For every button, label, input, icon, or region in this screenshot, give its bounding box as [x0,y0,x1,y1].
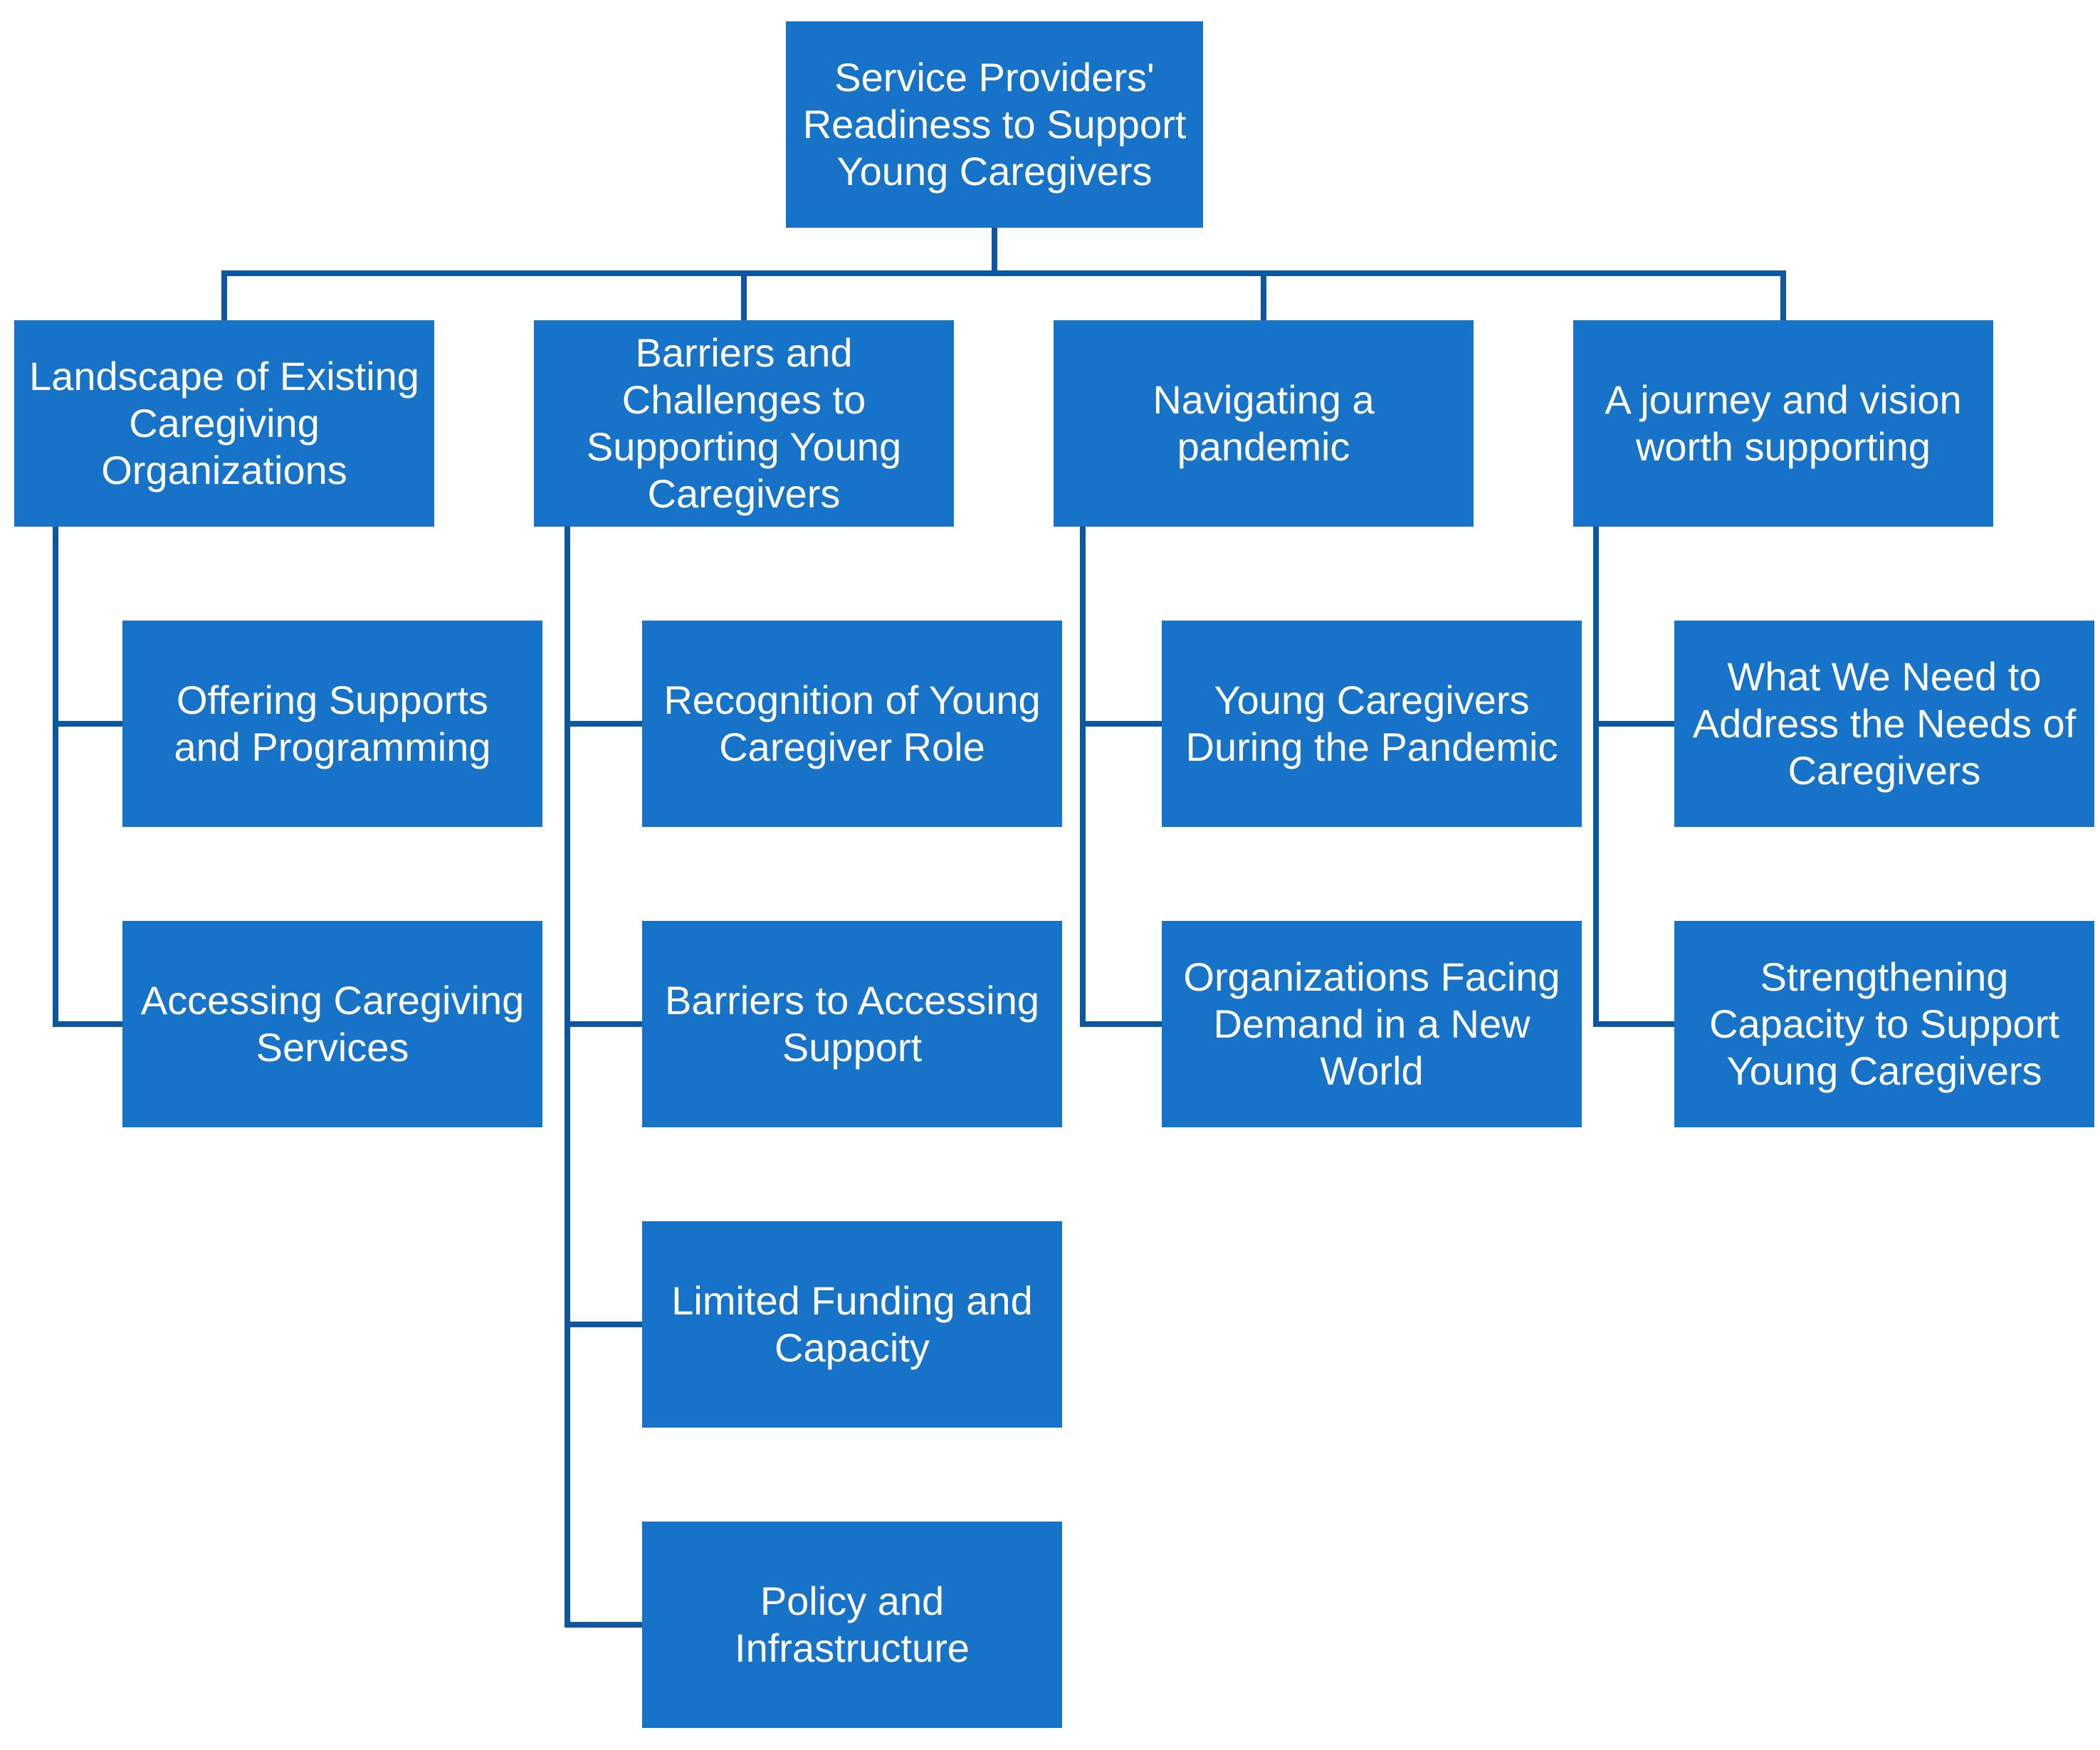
connector-stub-3-1 [1593,1021,1674,1027]
connector-stub-2-1 [1080,1021,1162,1027]
connector-branch-drop-1 [741,276,747,320]
node-branch-barriers: Barriers and Challenges to Supporting Yo… [534,320,954,527]
connector-stub-0-1 [53,1021,122,1027]
node-child-accessing-services: Accessing Caregiving Services [122,921,542,1127]
connector-stub-0-0 [53,721,122,727]
node-child-what-we-need: What We Need to Address the Needs of Car… [1674,621,2094,827]
connector-branch-drop-3 [1780,276,1786,320]
node-child-policy-infrastructure: Policy and Infrastructure [642,1522,1062,1728]
node-child-offering-supports: Offering Supports and Programming [122,621,542,827]
connector-rail [221,270,1786,276]
node-branch-landscape: Landscape of Existing Caregiving Organiz… [14,320,434,527]
connector-stub-2-0 [1080,721,1162,727]
connector-root-stem [992,228,997,270]
node-branch-journey: A journey and vision worth supporting [1573,320,1993,527]
connector-stub-1-3 [565,1622,642,1628]
connector-spine-1 [565,527,570,1628]
node-child-organizations-demand: Organizations Facing Demand in a New Wor… [1162,921,1582,1127]
node-child-barriers-accessing: Barriers to Accessing Support [642,921,1062,1127]
node-child-strengthening-capacity: Strengthening Capacity to Support Young … [1674,921,2094,1127]
connector-spine-3 [1593,527,1599,1027]
connector-stub-3-0 [1593,721,1674,727]
connector-stub-1-2 [565,1322,642,1327]
connector-stub-1-1 [565,1021,642,1027]
node-child-recognition-role: Recognition of Young Caregiver Role [642,621,1062,827]
connector-branch-drop-2 [1261,276,1266,320]
node-root: Service Providers' Readiness to Support … [786,21,1203,228]
node-branch-pandemic: Navigating a pandemic [1054,320,1474,527]
connector-spine-0 [53,527,58,1027]
node-child-caregivers-pandemic: Young Caregivers During the Pandemic [1162,621,1582,827]
connector-branch-drop-0 [221,276,227,320]
connector-stub-1-0 [565,721,642,727]
node-child-limited-funding: Limited Funding and Capacity [642,1221,1062,1428]
connector-spine-2 [1080,527,1086,1027]
